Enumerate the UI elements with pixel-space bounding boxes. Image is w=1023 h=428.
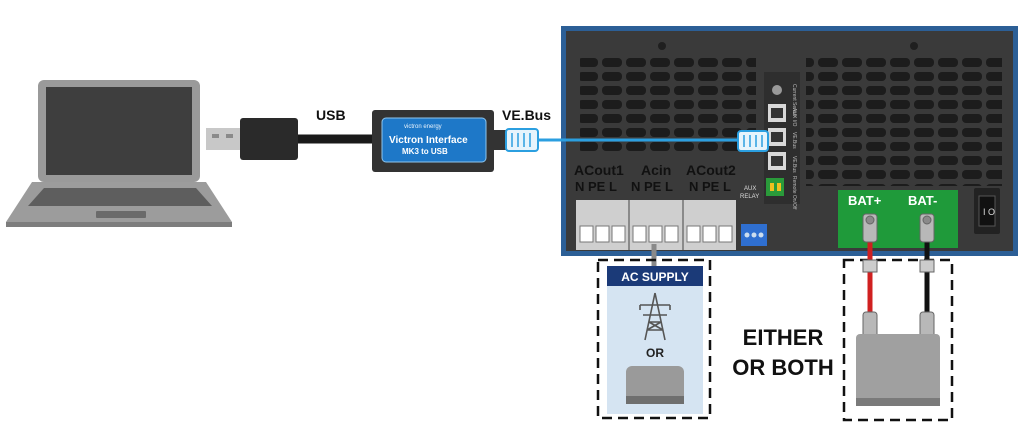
- acout1-npel: N PE L: [575, 179, 617, 194]
- generator-icon: [626, 366, 684, 404]
- acin-npel: N PE L: [631, 179, 673, 194]
- port-current-sense: Current Sense: [791, 84, 797, 116]
- ac-supply-header: [607, 266, 703, 286]
- power-switch-icon: I O: [974, 188, 1000, 234]
- usb-plug-icon: [206, 118, 298, 160]
- battery-icon: [856, 334, 940, 406]
- rj45-plug-icon: [737, 130, 769, 152]
- usb-label: USB: [316, 107, 346, 123]
- port-aux-io: AUX I/O: [791, 108, 797, 126]
- aux-relay-label-2: RELAY: [740, 194, 759, 200]
- port-remote: Remote On/Off: [791, 176, 797, 210]
- interface-brand: victron energy: [404, 124, 442, 130]
- rj45-plug-icon: [505, 128, 539, 152]
- bat-minus-label: BAT-: [908, 193, 937, 208]
- interface-subtitle: MK3 to USB: [402, 147, 448, 156]
- inverter-charger: Current Sense AUX I/O VE.Bus VE.Bus Remo…: [561, 26, 1018, 256]
- or-both-label: OR BOTH: [732, 355, 833, 380]
- port-vebus-2: VE.Bus: [791, 156, 797, 173]
- port-vebus-1: VE.Bus: [791, 132, 797, 149]
- laptop-icon: [6, 80, 232, 227]
- acout2-npel: N PE L: [689, 179, 731, 194]
- acout2-label: ACout2: [686, 162, 736, 178]
- acout1-label: ACout1: [574, 162, 624, 178]
- interface-title: Victron Interface: [389, 135, 468, 146]
- ac-or-label: OR: [646, 346, 664, 360]
- either-label: EITHER: [743, 325, 824, 350]
- aux-relay-label-1: AUX: [744, 186, 756, 192]
- vebus-label: VE.Bus: [502, 107, 551, 123]
- svg-text:I O: I O: [983, 207, 995, 217]
- power-pylon-icon: [639, 292, 671, 341]
- ac-supply-group: [596, 258, 712, 420]
- battery-group: [842, 258, 954, 422]
- bat-plus-label: BAT+: [848, 193, 882, 208]
- acin-label: Acin: [641, 162, 671, 178]
- ac-supply-label: AC SUPPLY: [621, 270, 689, 284]
- mk3-interface: victron energy Victron Interface MK3 to …: [372, 110, 506, 172]
